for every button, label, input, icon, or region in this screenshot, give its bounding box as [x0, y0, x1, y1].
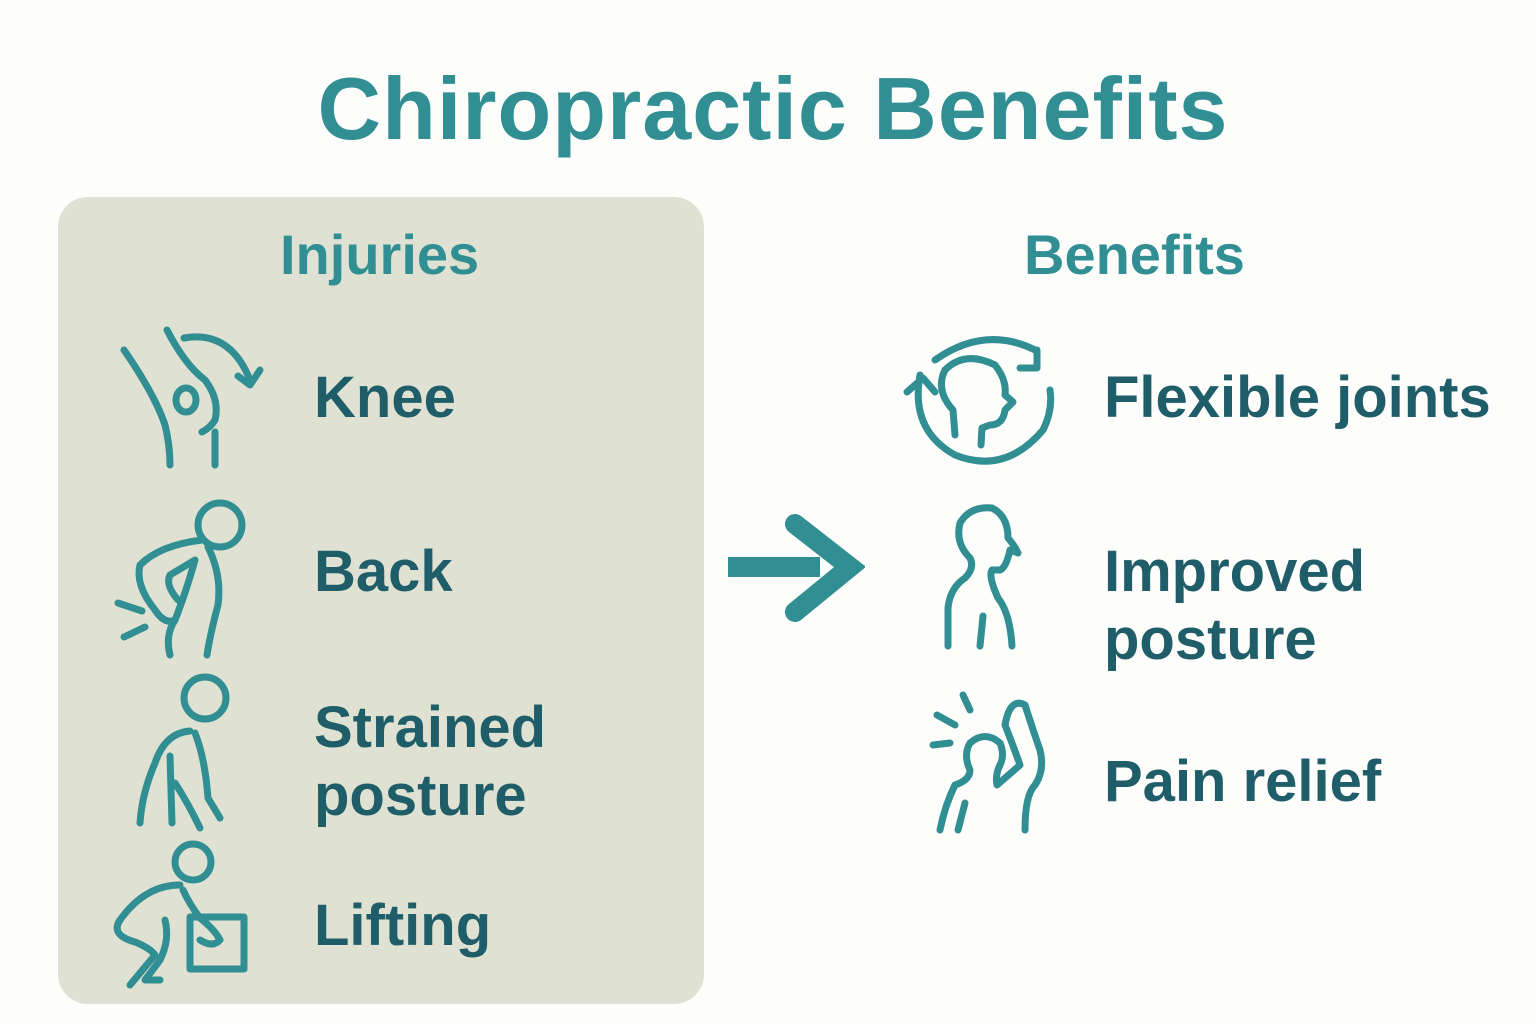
knee-icon: [110, 320, 270, 475]
label-line: Strained: [314, 695, 547, 760]
injury-label-knee: Knee: [314, 365, 456, 430]
improved-posture-icon: [930, 498, 1040, 658]
strained-posture-icon: [120, 668, 240, 833]
arrow-right-icon: [725, 512, 865, 627]
benefits-heading: Benefits: [1024, 223, 1245, 286]
benefit-label-pain-relief: Pain relief: [1104, 749, 1382, 814]
lifting-icon: [105, 840, 255, 990]
label-line: Improved: [1104, 539, 1366, 604]
benefit-label-flexible-joints: Flexible joints: [1104, 365, 1491, 430]
label-line: posture: [314, 763, 527, 828]
benefit-label-improved-posture: Improved posture: [1104, 538, 1365, 674]
pain-relief-icon: [925, 685, 1055, 840]
back-pain-icon: [110, 495, 260, 665]
flexible-joints-icon: [895, 320, 1060, 470]
injury-label-back: Back: [314, 539, 453, 604]
injuries-heading: Injuries: [280, 223, 480, 286]
injury-label-strained-posture: Strained posture: [314, 694, 546, 830]
injury-label-lifting: Lifting: [314, 893, 492, 958]
page-title: Chiropractic Benefits: [317, 59, 1229, 158]
label-line: posture: [1104, 607, 1317, 672]
